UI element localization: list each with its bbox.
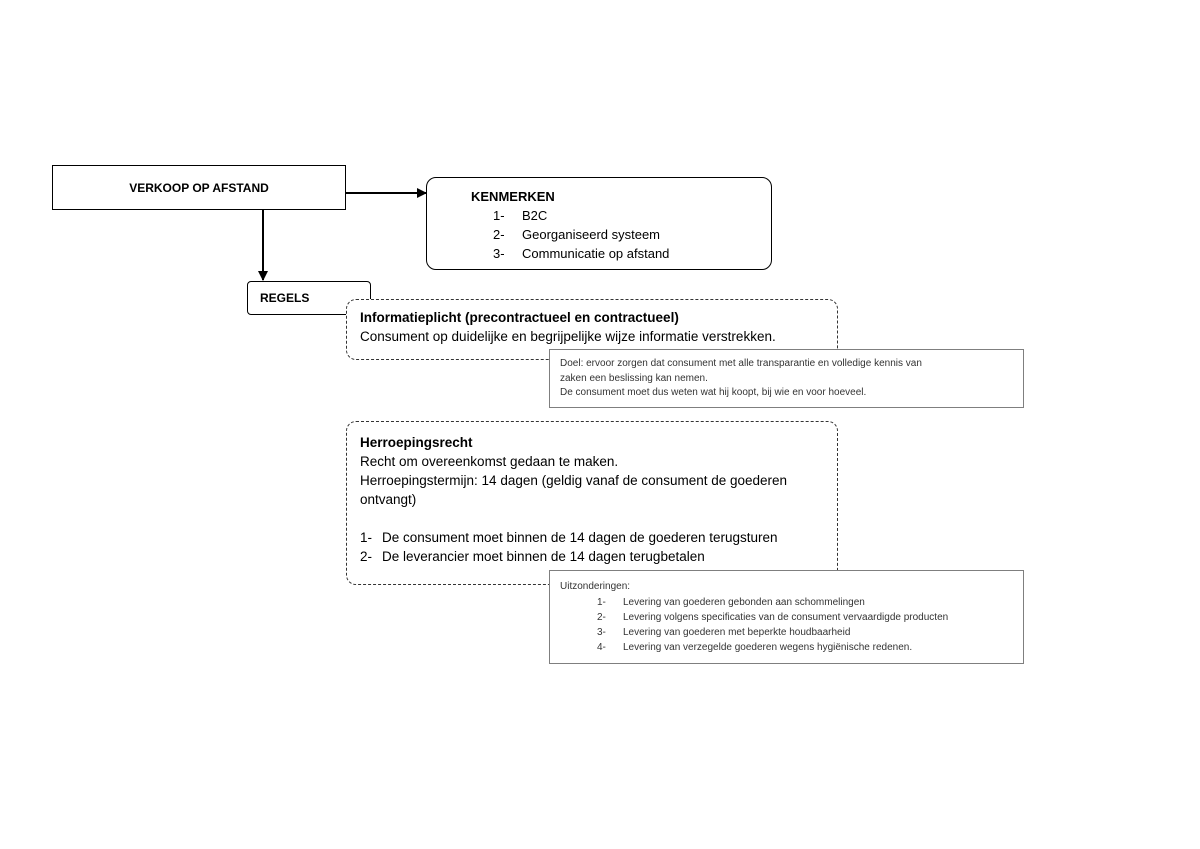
herroepingsrecht-line: Recht om overeenkomst gedaan te maken. <box>360 454 619 469</box>
kenmerken-item-label: Communicatie op afstand <box>522 246 670 261</box>
uitzonderingen-title: Uitzonderingen: <box>560 581 631 592</box>
herroepingsrecht-line: ontvangt) <box>360 492 417 507</box>
uitzondering-item-label: Levering van goederen met beperkte houdb… <box>623 626 851 638</box>
uitzondering-item-number: 4- <box>597 641 606 653</box>
herroepingsrecht-item-number: 1- <box>360 530 373 545</box>
kenmerken-item-label: B2C <box>522 208 548 223</box>
informatieplicht-title: Informatieplicht (precontractueel en con… <box>360 310 679 325</box>
uitzondering-item-label: Levering volgens specificaties van de co… <box>623 611 949 623</box>
verkoop-op-afstand-label: VERKOOP OP AFSTAND <box>129 180 269 195</box>
kenmerken-box: KENMERKEN 1- B2C 2- Georganiseerd systee… <box>426 177 772 270</box>
doel-line: Doel: ervoor zorgen dat consument met al… <box>560 358 922 369</box>
doel-line: zaken een beslissing kan nemen. <box>560 372 708 384</box>
herroepingsrecht-item-number: 2- <box>360 549 373 564</box>
herroepingsrecht-item-label: De consument moet binnen de 14 dagen de … <box>382 530 778 545</box>
kenmerken-title: KENMERKEN <box>471 189 555 204</box>
kenmerken-item-number: 2- <box>493 227 505 242</box>
herroepingsrecht-box: Herroepingsrecht Recht om overeenkomst g… <box>346 421 838 585</box>
doel-line: De consument moet dus weten wat hij koop… <box>560 387 867 398</box>
herroepingsrecht-line: Herroepingstermijn: 14 dagen (geldig van… <box>360 473 788 488</box>
herroepingsrecht-item: 1- De consument moet binnen de 14 dagen … <box>360 528 825 547</box>
kenmerken-item-number: 1- <box>493 208 505 223</box>
uitzondering-item: 3- Levering van goederen met beperkte ho… <box>560 625 1013 640</box>
herroepingsrecht-title: Herroepingsrecht <box>360 435 473 450</box>
uitzondering-item-label: Levering van goederen gebonden aan schom… <box>623 596 865 608</box>
kenmerken-item-number: 3- <box>493 246 505 261</box>
uitzondering-item: 2- Levering volgens specificaties van de… <box>560 610 1013 625</box>
uitzondering-item: 4- Levering van verzegelde goederen wege… <box>560 640 1013 655</box>
uitzondering-item-number: 1- <box>597 596 606 608</box>
uitzondering-item-number: 2- <box>597 611 606 623</box>
kenmerken-item: 3- Communicatie op afstand <box>471 244 771 263</box>
uitzondering-item-label: Levering van verzegelde goederen wegens … <box>623 641 913 653</box>
uitzonderingen-note: Uitzonderingen: 1- Levering van goederen… <box>549 570 1024 664</box>
informatieplicht-text: Consument op duidelijke en begrijpelijke… <box>360 329 776 344</box>
herroepingsrecht-item-label: De leverancier moet binnen de 14 dagen t… <box>382 549 705 564</box>
uitzondering-item-number: 3- <box>597 626 606 638</box>
kenmerken-item-label: Georganiseerd systeem <box>522 227 661 242</box>
kenmerken-item: 1- B2C <box>471 206 771 225</box>
herroepingsrecht-item: 2- De leverancier moet binnen de 14 dage… <box>360 547 825 566</box>
regels-label: REGELS <box>260 291 310 305</box>
uitzondering-item: 1- Levering van goederen gebonden aan sc… <box>560 595 1013 610</box>
verkoop-op-afstand-box: VERKOOP OP AFSTAND <box>52 165 346 210</box>
kenmerken-item: 2- Georganiseerd systeem <box>471 225 771 244</box>
doel-note: Doel: ervoor zorgen dat consument met al… <box>549 349 1024 408</box>
